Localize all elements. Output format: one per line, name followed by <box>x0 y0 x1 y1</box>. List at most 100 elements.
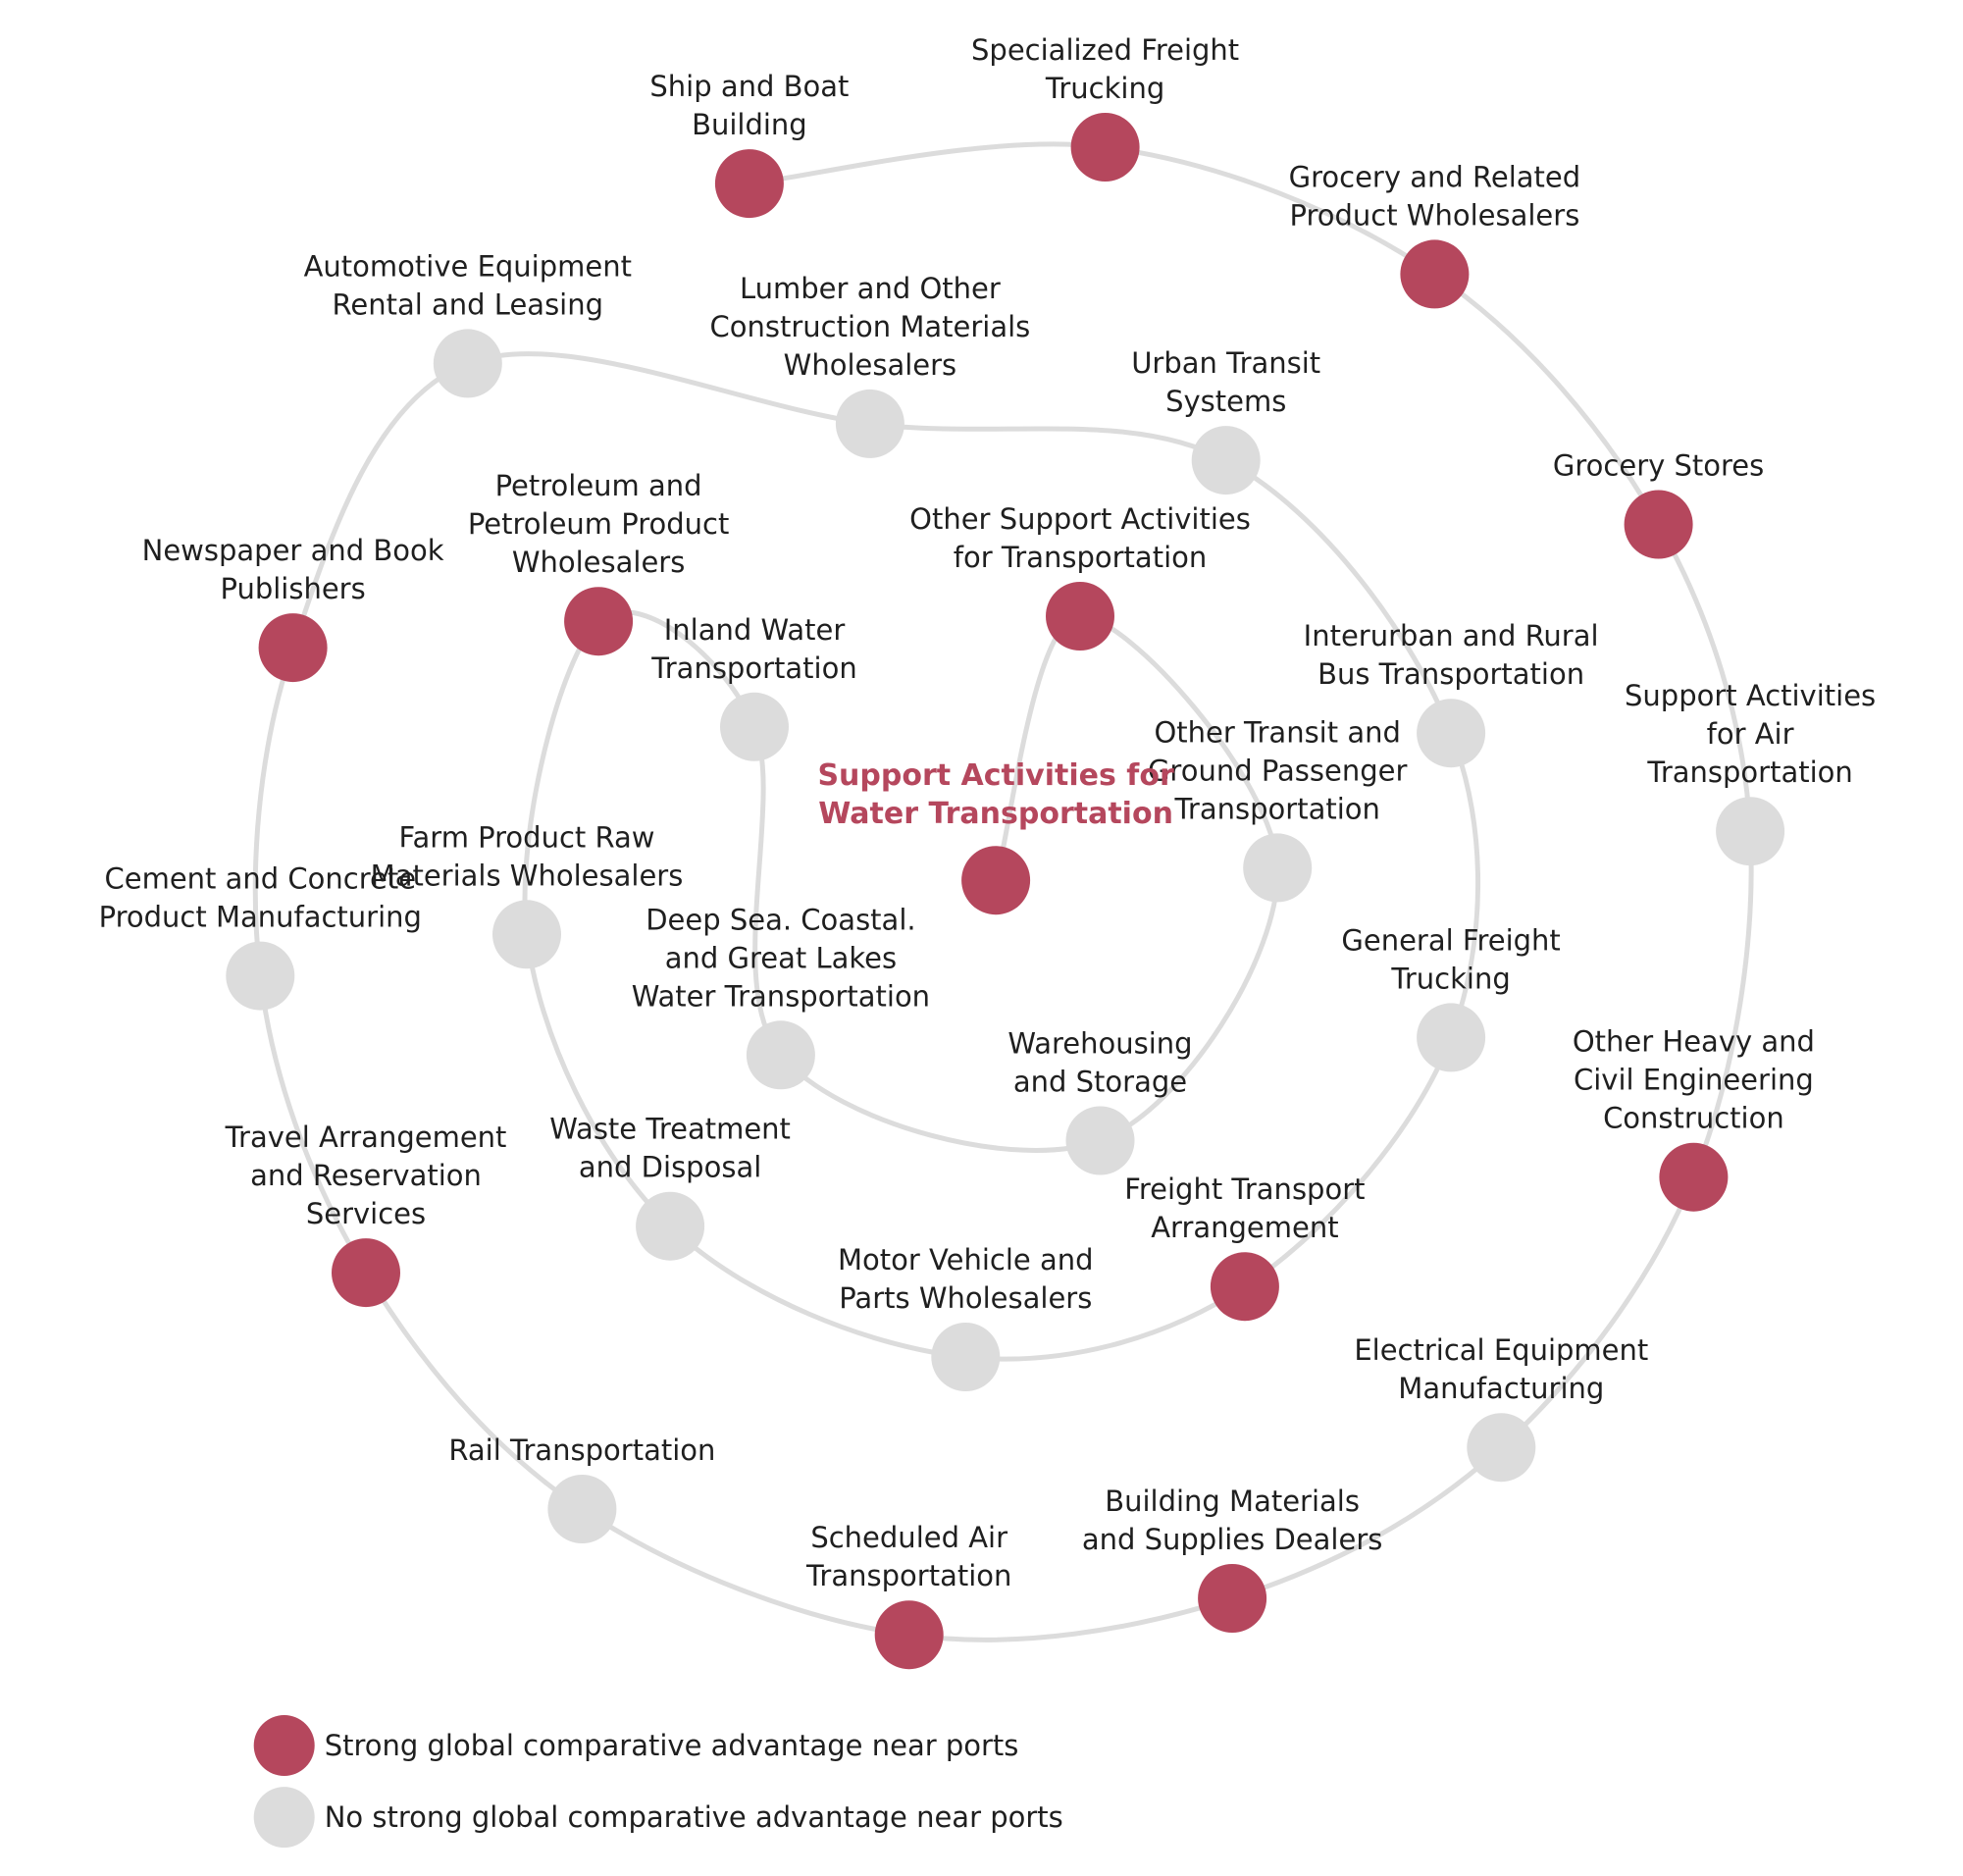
no-strong-advantage-marker <box>1716 797 1785 866</box>
industry-label-line: Specialized Freight <box>971 33 1239 67</box>
industry-label-line: Motor Vehicle and <box>838 1243 1094 1277</box>
industry-label-line: Transportation <box>1173 792 1379 825</box>
industry-label-line: Systems <box>1165 385 1286 418</box>
industry-label-line: Civil Engineering <box>1574 1064 1814 1097</box>
no-strong-advantage-marker <box>433 329 502 398</box>
industry-label-line: Lumber and Other <box>740 272 1001 305</box>
strong-advantage-marker <box>1210 1252 1279 1322</box>
industry-label-line: Automotive Equipment <box>304 249 632 283</box>
industry-label-line: and Disposal <box>579 1151 761 1184</box>
center-node-marker <box>961 846 1031 915</box>
no-strong-advantage-marker <box>931 1323 1001 1391</box>
industry-label-line: Transportation <box>805 1559 1011 1592</box>
legend-item: Strong global comparative advantage near… <box>253 1715 1019 1776</box>
center-label-line: Support Activities for <box>817 758 1174 793</box>
industry-label-line: Scheduled Air <box>810 1521 1007 1554</box>
industry-label-line: Urban Transit <box>1131 346 1320 380</box>
industry-label-line: Grocery and Related <box>1289 160 1581 193</box>
industry-label-line: Other Support Activities <box>909 502 1251 536</box>
nodes-layer: Other Support Activities for Transportati… <box>99 33 1876 1670</box>
industry-label-line: Travel Arrangement <box>225 1120 507 1154</box>
industry-label-line: Other Transit and <box>1154 715 1400 749</box>
industry-label-line: Materials Wholesalers <box>371 859 684 892</box>
industry-label-line: Water Transportation <box>632 979 930 1013</box>
center-label-line: Water Transportation <box>818 797 1173 831</box>
no-strong-advantage-marker <box>1417 699 1486 768</box>
industry-node: Travel Arrangement and ReservationService… <box>225 1120 507 1308</box>
industry-label-line: for Air <box>1707 717 1794 751</box>
legend-item: No strong global comparative advantage n… <box>253 1787 1063 1849</box>
industry-label-line: and Supplies Dealers <box>1082 1523 1383 1556</box>
industry-label-line: Warehousing <box>1007 1027 1192 1061</box>
industry-label-line: Electrical Equipment <box>1354 1333 1648 1367</box>
industry-label-line: and Reservation <box>250 1159 482 1192</box>
no-strong-advantage-marker <box>1417 1003 1486 1072</box>
industry-label-line: Services <box>306 1197 426 1230</box>
strong-advantage-marker <box>1624 490 1693 559</box>
industry-label-line: Grocery Stores <box>1553 449 1764 483</box>
no-strong-advantage-marker <box>1467 1413 1536 1483</box>
industry-label-line: for Transportation <box>954 541 1208 574</box>
industry-label-line: Construction Materials <box>710 310 1031 343</box>
industry-label-line: Arrangement <box>1151 1211 1338 1244</box>
industry-label-line: Ground Passenger <box>1148 754 1408 787</box>
strong-advantage-marker <box>258 613 328 683</box>
industry-label-line: Rail Transportation <box>448 1433 715 1467</box>
industry-label-line: Ship and Boat <box>649 70 849 103</box>
industry-label-line: Bus Transportation <box>1317 657 1584 691</box>
no-strong-advantage-marker <box>1065 1106 1135 1175</box>
industry-label-line: Petroleum and <box>495 469 702 502</box>
industry-label-line: Product Manufacturing <box>99 901 422 934</box>
industry-label-line: Transportation <box>1646 756 1852 789</box>
no-strong-advantage-marker <box>636 1191 705 1261</box>
industry-label-line: Cement and Concrete <box>105 862 417 896</box>
industry-label-line: Parts Wholesalers <box>839 1281 1092 1315</box>
strong-advantage-marker <box>1659 1142 1729 1212</box>
industry-label-line: Wholesalers <box>784 348 957 382</box>
industry-label-line: Deep Sea. Coastal. <box>646 903 915 936</box>
no-strong-advantage-marker <box>1243 833 1313 903</box>
industry-label-line: Transportation <box>650 651 856 685</box>
industry-label-line: Trucking <box>1390 962 1510 995</box>
strong-advantage-marker <box>714 149 784 219</box>
industry-label-line: Newspaper and Book <box>142 534 444 567</box>
legend-swatch <box>253 1787 315 1849</box>
legend-label: Strong global comparative advantage near… <box>325 1729 1019 1762</box>
no-strong-advantage-marker <box>547 1475 617 1543</box>
strong-advantage-marker <box>1070 113 1140 182</box>
industry-label-line: Support Activities <box>1625 679 1876 712</box>
no-strong-advantage-marker <box>492 900 561 969</box>
industry-label-line: Farm Product Raw <box>399 820 655 854</box>
industry-node: Rail Transportation <box>448 1433 715 1543</box>
industry-label-line: Other Heavy and <box>1573 1025 1815 1059</box>
spiral-path <box>252 141 1754 1642</box>
no-strong-advantage-marker <box>746 1020 815 1090</box>
industry-label-line: Petroleum Product <box>468 507 730 541</box>
industry-label-line: Product Wholesalers <box>1289 198 1579 232</box>
industry-label-line: Interurban and Rural <box>1304 619 1599 652</box>
strong-advantage-marker <box>332 1238 400 1308</box>
legend-label: No strong global comparative advantage n… <box>325 1800 1063 1834</box>
strong-advantage-marker <box>874 1600 944 1670</box>
